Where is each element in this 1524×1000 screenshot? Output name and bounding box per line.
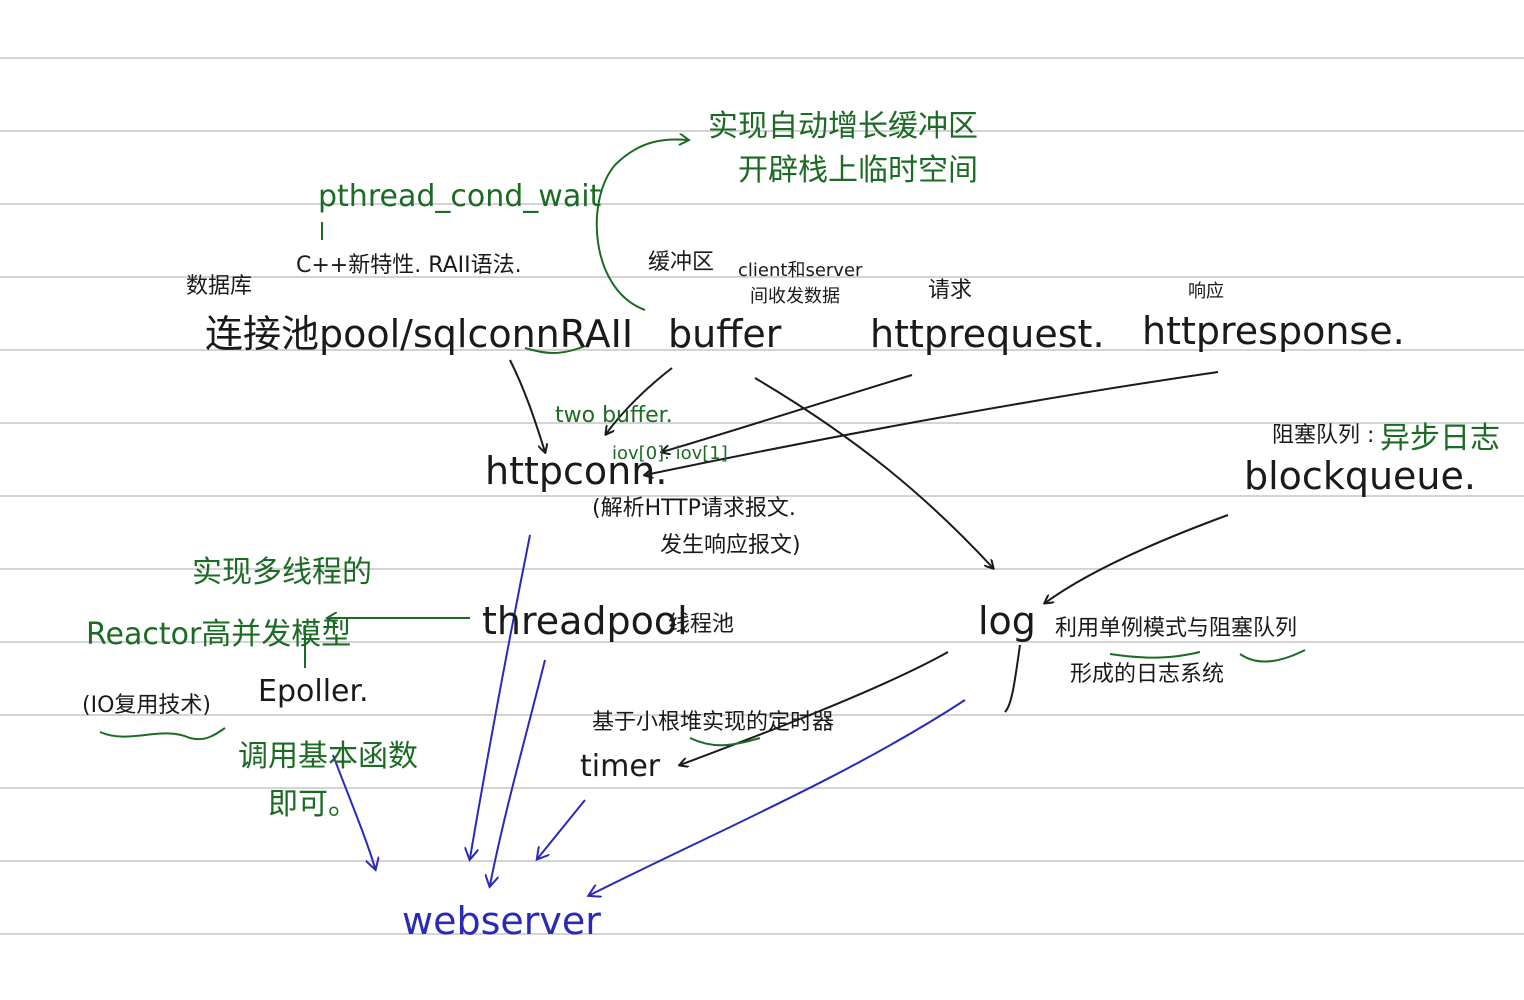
label-blockqueue-cn: 阻塞队列 : xyxy=(1272,423,1375,448)
note-two-buffer: two buffer. xyxy=(555,403,673,428)
label-log-desc-1: 利用单例模式与阻塞队列 xyxy=(1055,616,1298,641)
ruled-line xyxy=(0,422,1524,424)
underline-singleton xyxy=(1109,651,1201,659)
arrow-httpconn-to-webserver xyxy=(470,534,531,858)
arrow-request-to-httpconn xyxy=(662,374,913,452)
ruled-line xyxy=(0,787,1524,789)
node-threadpool: threadpool xyxy=(482,599,688,643)
note-auto-buffer-1: 实现自动增长缓冲区 xyxy=(708,109,978,144)
ruled-line xyxy=(0,130,1524,132)
arrow-buffer-to-log xyxy=(754,377,993,568)
underline-blocking xyxy=(1239,649,1306,663)
node-blockqueue: blockqueue. xyxy=(1244,454,1476,498)
ruled-line xyxy=(0,641,1524,643)
underline-io xyxy=(99,727,226,741)
arrow-buffer-to-httpconn xyxy=(606,367,673,434)
ruled-line xyxy=(0,203,1524,205)
ruled-line xyxy=(0,933,1524,935)
arrow-threadpool-to-webserver xyxy=(490,659,546,885)
node-httprequest: httprequest. xyxy=(870,312,1105,356)
ruled-line xyxy=(0,568,1524,570)
node-timer: timer xyxy=(580,749,661,784)
ruled-line xyxy=(0,860,1524,862)
label-io-multiplex: (IO复用技术) xyxy=(82,693,211,718)
label-buffer-cn: 缓冲区 xyxy=(648,250,715,275)
ruled-line xyxy=(0,349,1524,351)
arrow-response-to-httpconn xyxy=(645,371,1219,475)
node-webserver: webserver xyxy=(402,899,601,943)
note-timer-desc: 基于小根堆实现的定时器 xyxy=(592,710,835,735)
node-buffer: buffer xyxy=(668,312,782,356)
node-httpresponse: httpresponse. xyxy=(1142,309,1405,353)
arrow-pool-to-httpconn xyxy=(509,359,545,452)
label-client-server-2: 间收发数据 xyxy=(750,286,840,307)
label-log-desc-2: 形成的日志系统 xyxy=(1070,662,1225,687)
ruled-line xyxy=(0,495,1524,497)
node-log: log xyxy=(978,599,1036,643)
note-iov: iov[0]. iov[1] xyxy=(612,443,728,464)
arrow-log-to-webserver xyxy=(590,699,966,895)
label-httpconn-desc-2: 发生响应报文) xyxy=(660,533,801,558)
label-cpp-raii: C++新特性. RAII语法. xyxy=(296,253,522,278)
note-auto-buffer-2: 开辟栈上临时空间 xyxy=(738,153,978,188)
label-response-cn: 响应 xyxy=(1188,281,1224,302)
note-async-log: 异步日志 xyxy=(1380,421,1500,456)
label-threadpool-cn: 线程池 xyxy=(668,612,735,637)
arrow-log-to-timer xyxy=(680,651,949,765)
ruled-line xyxy=(0,714,1524,716)
note-pthread: pthread_cond_wait xyxy=(318,179,602,214)
node-httpconn: httpconn. xyxy=(485,449,668,493)
log-tail xyxy=(1004,644,1021,713)
note-call-epoll: 调用基本函数 xyxy=(238,739,418,774)
note-multithread: 实现多线程的 xyxy=(192,555,372,590)
label-database: 数据库 xyxy=(186,274,253,299)
label-request-cn: 请求 xyxy=(928,278,973,303)
label-httpconn-desc-1: (解析HTTP请求报文. xyxy=(592,496,796,521)
node-epoller: Epoller. xyxy=(258,674,369,709)
note-reactor: Reactor高并发模型 xyxy=(86,617,352,652)
arrow-buffer-to-auto-grow xyxy=(595,139,688,311)
arrow-timer-to-webserver xyxy=(538,799,586,858)
underline-raii xyxy=(524,345,586,354)
underline-min-heap xyxy=(689,737,761,747)
ruled-line xyxy=(0,276,1524,278)
node-sql-pool: 连接池pool/sqlconnRAII xyxy=(205,312,634,356)
arrow-blockqueue-to-log xyxy=(1045,514,1229,603)
ruled-line xyxy=(0,57,1524,59)
label-client-server: client和server xyxy=(738,260,863,281)
arrow-epoller-to-webserver xyxy=(332,754,375,868)
note-call-epoll-2: 即可。 xyxy=(268,787,358,822)
